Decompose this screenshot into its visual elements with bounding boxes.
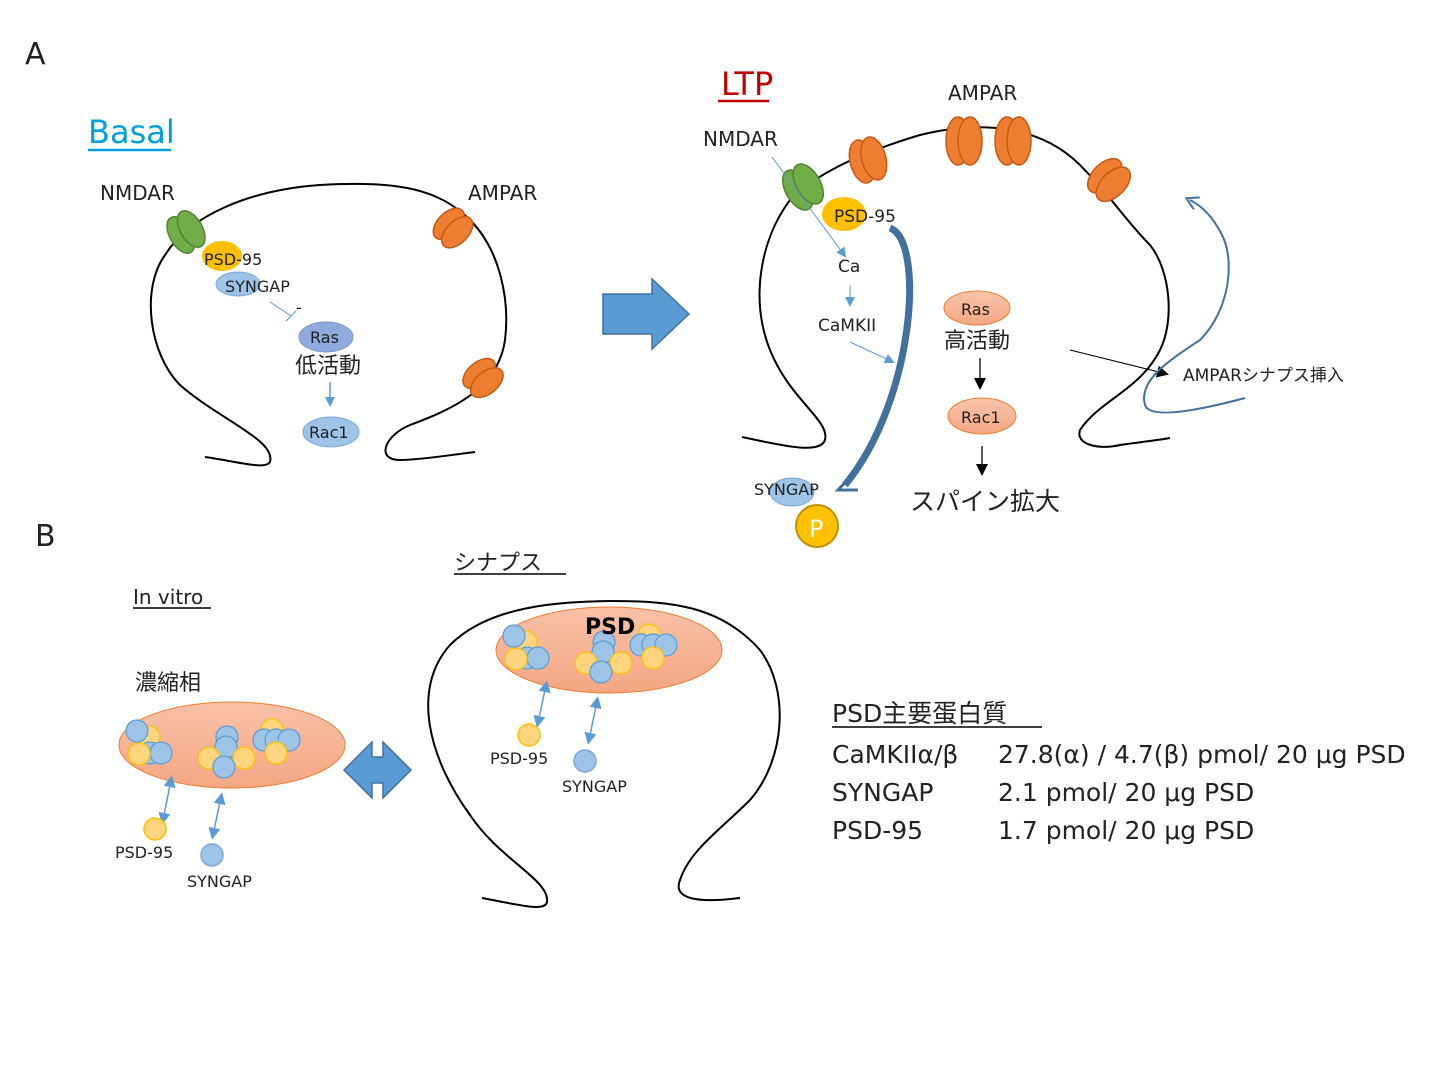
psd-table-row-protein: PSD-95 (832, 816, 923, 845)
psd95-molecule (127, 742, 151, 766)
in-vitro-psd95-exchange-arrow (158, 775, 176, 825)
psd-table-row-amount: 2.1 pmol/ 20 μg PSD (998, 778, 1254, 807)
ltp-rac1-label: Rac1 (961, 408, 1001, 427)
double-arrow-icon (342, 740, 413, 800)
syngap-molecule (212, 755, 236, 779)
in-vitro-psd95-molecule (143, 817, 167, 841)
in-vitro-protein-cluster (125, 718, 301, 779)
psd95-molecule (641, 646, 665, 670)
psd-table-row-amount: 27.8(α) / 4.7(β) pmol/ 20 μg PSD (998, 740, 1406, 769)
condensed-phase-label: 濃縮相 (135, 671, 201, 696)
ltp-psd95-blob (822, 197, 866, 231)
in-vitro-syngap-molecule (200, 843, 224, 867)
right-arrow-icon (602, 277, 691, 351)
basal-ampar-icon-2 (462, 357, 504, 399)
basal-minus-sign: - (296, 298, 302, 317)
psd95-molecule (504, 647, 528, 671)
syngap-molecule (589, 660, 613, 684)
ltp-ras-label: Ras (961, 300, 990, 319)
ltp-spine-membrane (741, 126, 1171, 449)
ltp-ras-to-ampar-insertion-arrow (1069, 349, 1169, 378)
synapse-spine-membrane (427, 599, 781, 908)
psd-table-row-protein: CaMKIIα/β (832, 740, 958, 769)
ltp-syngap-blob (769, 477, 815, 507)
basal-psd95-label: PSD-95 (204, 250, 262, 269)
basal-inhibit-bar (285, 310, 297, 322)
basal-ampar-label: AMPAR (468, 181, 537, 205)
ltp-ampar-icon-4 (1086, 157, 1132, 203)
psd-protein-table: PSD主要蛋白質 CaMKIIα/β 27.8(α) / 4.7(β) pmol… (832, 699, 1406, 845)
syngap-molecule (149, 741, 173, 765)
basal-inhibit-line (269, 301, 292, 317)
panel-label-b: B (35, 519, 56, 554)
psd-table-row-amount: 1.7 pmol/ 20 μg PSD (998, 816, 1254, 845)
ltp-phospho-label: P (809, 515, 823, 543)
in-vitro-syngap-label: SYNGAP (187, 872, 252, 891)
basal-psd95-blob (202, 241, 242, 271)
synapse-psd95-molecule (517, 723, 541, 747)
ltp-camkii-label: CaMKII (818, 316, 876, 336)
ltp-title: LTP (721, 65, 773, 103)
basal-rac1-blob (302, 416, 360, 448)
basal-title: Basal (88, 113, 175, 151)
ltp-ca-label: Ca (838, 257, 860, 277)
syngap-molecule (526, 646, 550, 670)
ltp-phospho-icon (795, 504, 839, 548)
ltp-camkii-arrow (849, 341, 895, 364)
syngap-molecule (125, 719, 149, 743)
in-vitro-title: In vitro (133, 585, 203, 609)
psd95-molecule (609, 651, 633, 675)
ltp-rac1-blob (947, 397, 1017, 435)
ltp-phospho-arrowhead-icon (834, 473, 858, 492)
basal-syngap-blob (215, 271, 261, 297)
synapse-title: シナプス (454, 551, 542, 576)
synapse-syngap-label: SYNGAP (562, 777, 627, 796)
synapse-syngap-molecule (573, 749, 597, 773)
ltp-ampar-icon-1 (848, 136, 888, 184)
ltp-syngap-label: SYNGAP (754, 480, 819, 499)
in-vitro-syngap-exchange-arrow (208, 792, 226, 840)
basal-ampar-icon (432, 207, 474, 249)
ltp-psd95-label: PSD-95 (834, 207, 896, 227)
ltp-ampar-insertion-label: AMPARシナプス挿入 (1183, 366, 1344, 386)
synapse-syngap-exchange-arrow (584, 696, 602, 745)
ltp-ras-state: 高活動 (944, 329, 1010, 354)
basal-spine-membrane (149, 182, 508, 467)
psd95-molecule (264, 741, 288, 765)
synapse-psd95-label: PSD-95 (490, 749, 548, 768)
ltp-ampar-icon-3 (994, 116, 1032, 166)
ltp-phospho-curved-arrow (842, 224, 914, 488)
psd-table-row-protein: SYNGAP (832, 778, 933, 807)
ltp-diagram: LTP NMDAR AMPAR PSD-95 Ca CaMK (703, 65, 1344, 548)
basal-syngap-label: SYNGAP (225, 277, 290, 296)
basal-rac1-label: Rac1 (309, 423, 349, 442)
ltp-ampar-insertion-curve-arrow (1143, 200, 1246, 414)
basal-diagram: Basal NMDAR AMPAR PSD-95 SYNGAP - Ras 低活… (88, 113, 537, 467)
syngap-molecule (502, 624, 526, 648)
basal-ras-label: Ras (310, 328, 339, 347)
basal-nmdar-icon (166, 210, 206, 254)
ltp-nmdar-label: NMDAR (703, 127, 778, 151)
ltp-nmdar-icon (781, 163, 825, 211)
basal-nmdar-label: NMDAR (100, 181, 175, 205)
synapse-psd95-exchange-arrow (533, 680, 551, 728)
basal-ras-blob (298, 321, 354, 353)
ltp-ampar-icon-2 (945, 116, 983, 166)
psd-table-title: PSD主要蛋白質 (832, 699, 1007, 728)
psd95-molecule (232, 746, 256, 770)
ltp-spine-enlargement-label: スパイン拡大 (910, 487, 1060, 516)
ltp-ampar-label: AMPAR (948, 81, 1017, 105)
in-vitro-diagram: In vitro 濃縮相 PSD-95 SYNGAP (115, 585, 346, 891)
panel-label-a: A (25, 37, 46, 72)
synapse-protein-cluster (502, 623, 678, 684)
in-vitro-psd95-label: PSD-95 (115, 843, 173, 862)
ltp-ras-blob (943, 290, 1011, 326)
ltp-nmdar-to-ca-arrow (771, 156, 847, 258)
psd-label: PSD (585, 615, 635, 640)
basal-ras-state: 低活動 (295, 354, 361, 379)
synapse-diagram: シナプス PSD PSD-95 SYNGAP (427, 551, 781, 908)
